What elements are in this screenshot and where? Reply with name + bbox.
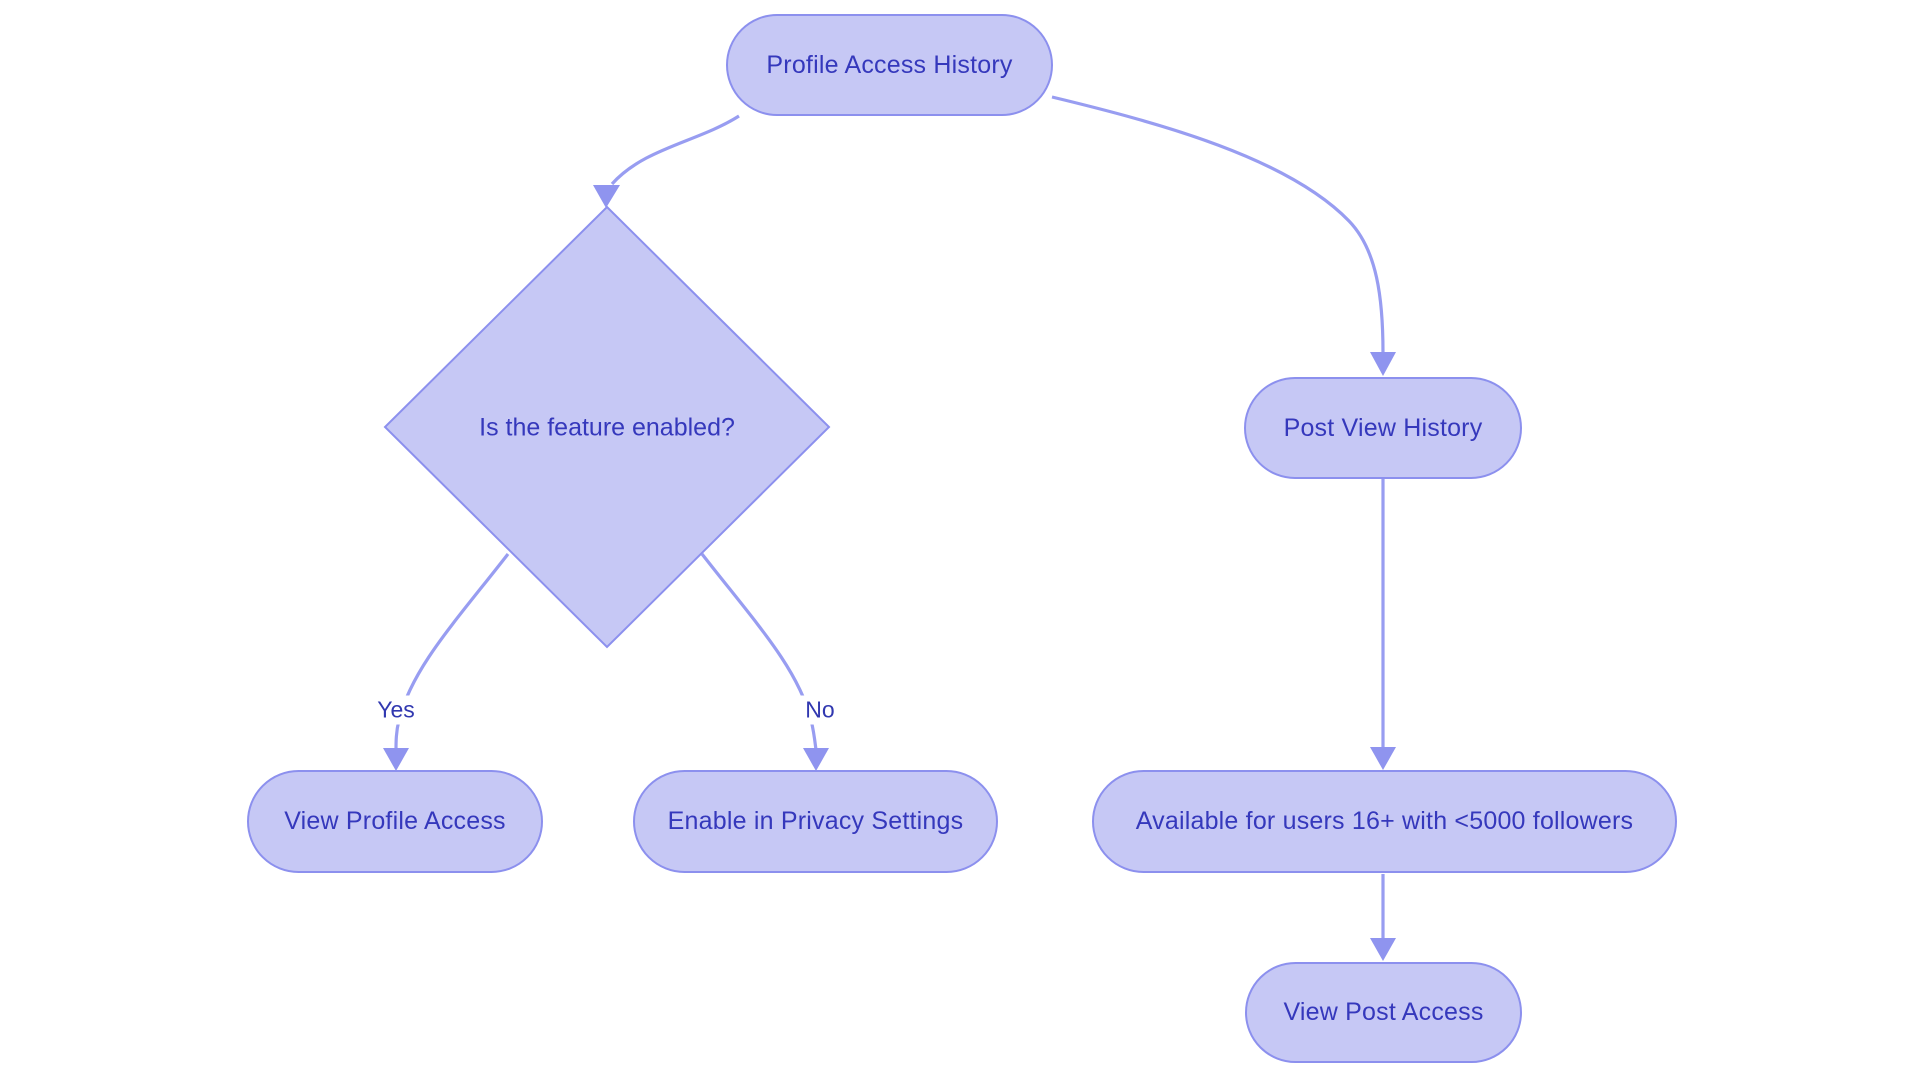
node-profile-access-history: Profile Access History [726,14,1053,116]
arrowhead-post-view [1370,352,1396,376]
node-post-view-history: Post View History [1244,377,1522,479]
edge-decision-yes [394,553,510,751]
node-view-post-access: View Post Access [1245,962,1522,1063]
node-decision-label: Is the feature enabled? [479,413,735,442]
arrowhead-view-post-access [1370,938,1396,961]
node-availability: Available for users 16+ with <5000 follo… [1092,770,1677,873]
arrowhead-availability [1370,747,1396,770]
edge-decision-no [700,553,818,751]
edge-label-no: No [799,695,841,725]
edge-label-yes: Yes [371,695,421,725]
edge-root-to-decision [610,114,740,186]
arrowhead-enable-privacy [803,748,829,771]
node-enable-privacy-settings: Enable in Privacy Settings [633,770,998,873]
arrowhead-view-profile [383,748,409,771]
node-view-profile-access: View Profile Access [247,770,543,873]
arrowhead-decision [593,185,620,208]
edge-root-to-post-view [1051,95,1385,354]
decision-diamond-shape [383,205,831,649]
